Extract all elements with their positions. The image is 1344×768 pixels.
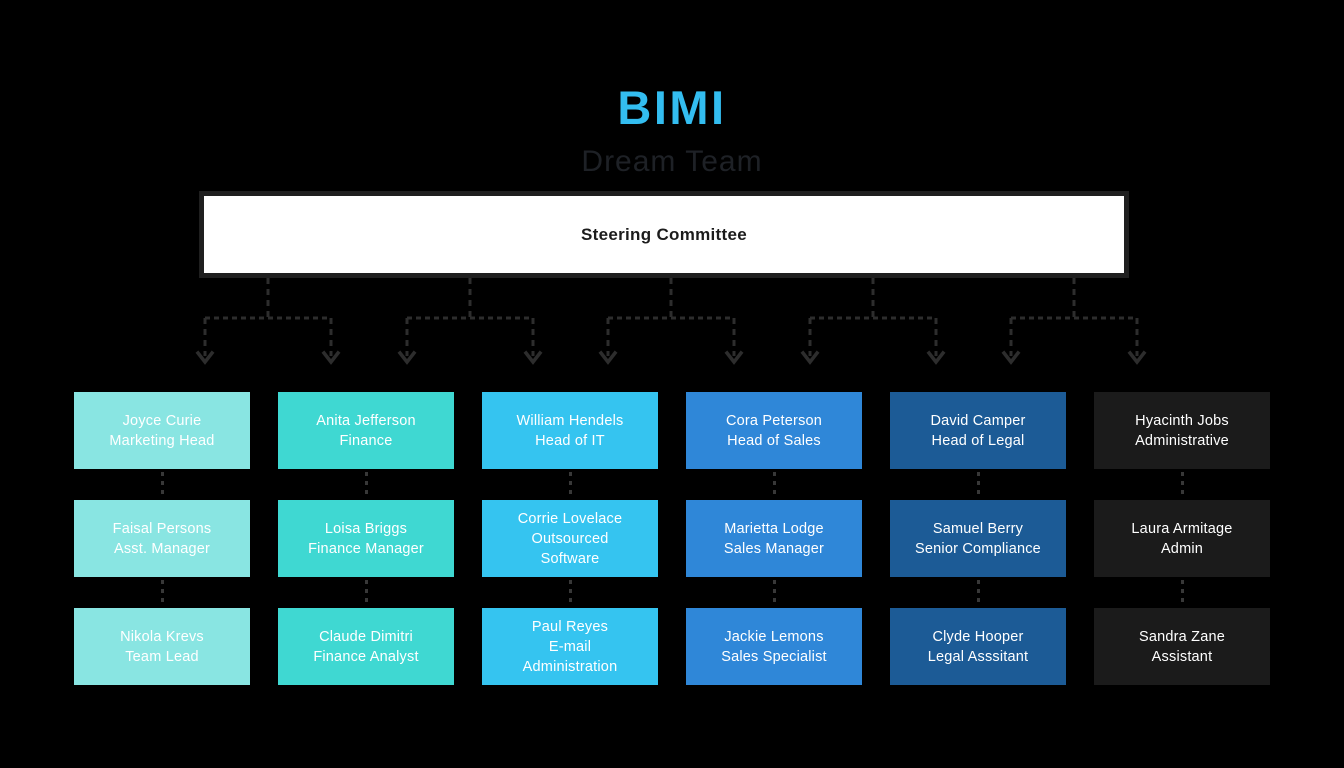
column-connector-dots xyxy=(568,472,572,498)
member-title: Head of IT xyxy=(535,432,605,449)
member-name: Paul Reyes xyxy=(531,618,609,635)
steering-committee-label: Steering Committee xyxy=(581,224,747,244)
brand-title: BIMI xyxy=(617,81,727,134)
member-name: Marietta Lodge xyxy=(724,520,824,537)
column-connector-dots xyxy=(772,472,776,498)
member-name: Anita Jefferson xyxy=(316,412,416,429)
member-title: Head of Sales xyxy=(727,432,821,449)
member-name: Nikola Krevs xyxy=(120,628,204,645)
arrow-down-icon xyxy=(523,350,543,365)
member-title: Finance Manager xyxy=(308,540,424,557)
column-connector-dots xyxy=(1180,472,1184,498)
column-connector-dots xyxy=(364,580,368,606)
arrow-down-icon xyxy=(926,350,946,365)
member-name: Loisa Briggs xyxy=(324,520,408,537)
member-name: Laura Armitage xyxy=(1131,520,1233,537)
member-title: Admin xyxy=(1160,540,1204,557)
member-title: Sales Specialist xyxy=(721,648,827,665)
member-title: Legal Asssitant xyxy=(927,648,1029,665)
column-connector-dots xyxy=(772,580,776,606)
column-connector-dots xyxy=(364,472,368,498)
member-name: Joyce Curie xyxy=(122,412,202,429)
member-title: Administrative xyxy=(1135,432,1229,449)
member-name: Sandra Zane xyxy=(1138,628,1226,645)
member-name: Jackie Lemons xyxy=(724,628,824,645)
member-title: Sales Manager xyxy=(723,540,825,557)
brand-subtitle: Dream Team xyxy=(581,145,763,178)
arrow-down-icon xyxy=(800,350,820,365)
member-name: Faisal Persons xyxy=(112,520,212,537)
arrow-down-icon xyxy=(1127,350,1147,365)
member-title: Outsourced Software xyxy=(531,530,609,567)
column-connector-dots xyxy=(976,580,980,606)
column-connector-dots xyxy=(160,472,164,498)
member-name: Samuel Berry xyxy=(932,520,1024,537)
member-name: Hyacinth Jobs xyxy=(1135,412,1229,429)
column-connector-dots xyxy=(1180,580,1184,606)
arrow-down-icon xyxy=(397,350,417,365)
member-name: Cora Peterson xyxy=(725,412,823,429)
member-title: E-mail Administration xyxy=(522,638,618,675)
member-title: Asst. Manager xyxy=(113,540,211,557)
member-title: Assistant xyxy=(1151,648,1213,665)
member-name: Corrie Lovelace xyxy=(517,510,623,527)
member-name: William Hendels xyxy=(516,412,624,429)
member-name: Clyde Hooper xyxy=(932,628,1024,645)
steering-committee-box[interactable]: Steering Committee xyxy=(199,191,1129,278)
member-title: Team Lead xyxy=(125,648,199,665)
arrow-down-icon xyxy=(195,350,215,365)
arrow-down-icon xyxy=(598,350,618,365)
arrow-down-icon xyxy=(1001,350,1021,365)
arrow-down-icon xyxy=(321,350,341,365)
member-title: Finance Analyst xyxy=(313,648,419,665)
arrow-down-icon xyxy=(724,350,744,365)
member-name: Claude Dimitri xyxy=(319,628,413,645)
column-connector-dots xyxy=(160,580,164,606)
column-connector-dots xyxy=(568,580,572,606)
member-title: Senior Compliance xyxy=(915,540,1041,557)
column-connector-dots xyxy=(976,472,980,498)
member-title: Marketing Head xyxy=(109,432,215,449)
member-name: David Camper xyxy=(930,412,1026,429)
member-title: Head of Legal xyxy=(931,432,1025,449)
member-title: Finance xyxy=(339,432,393,449)
